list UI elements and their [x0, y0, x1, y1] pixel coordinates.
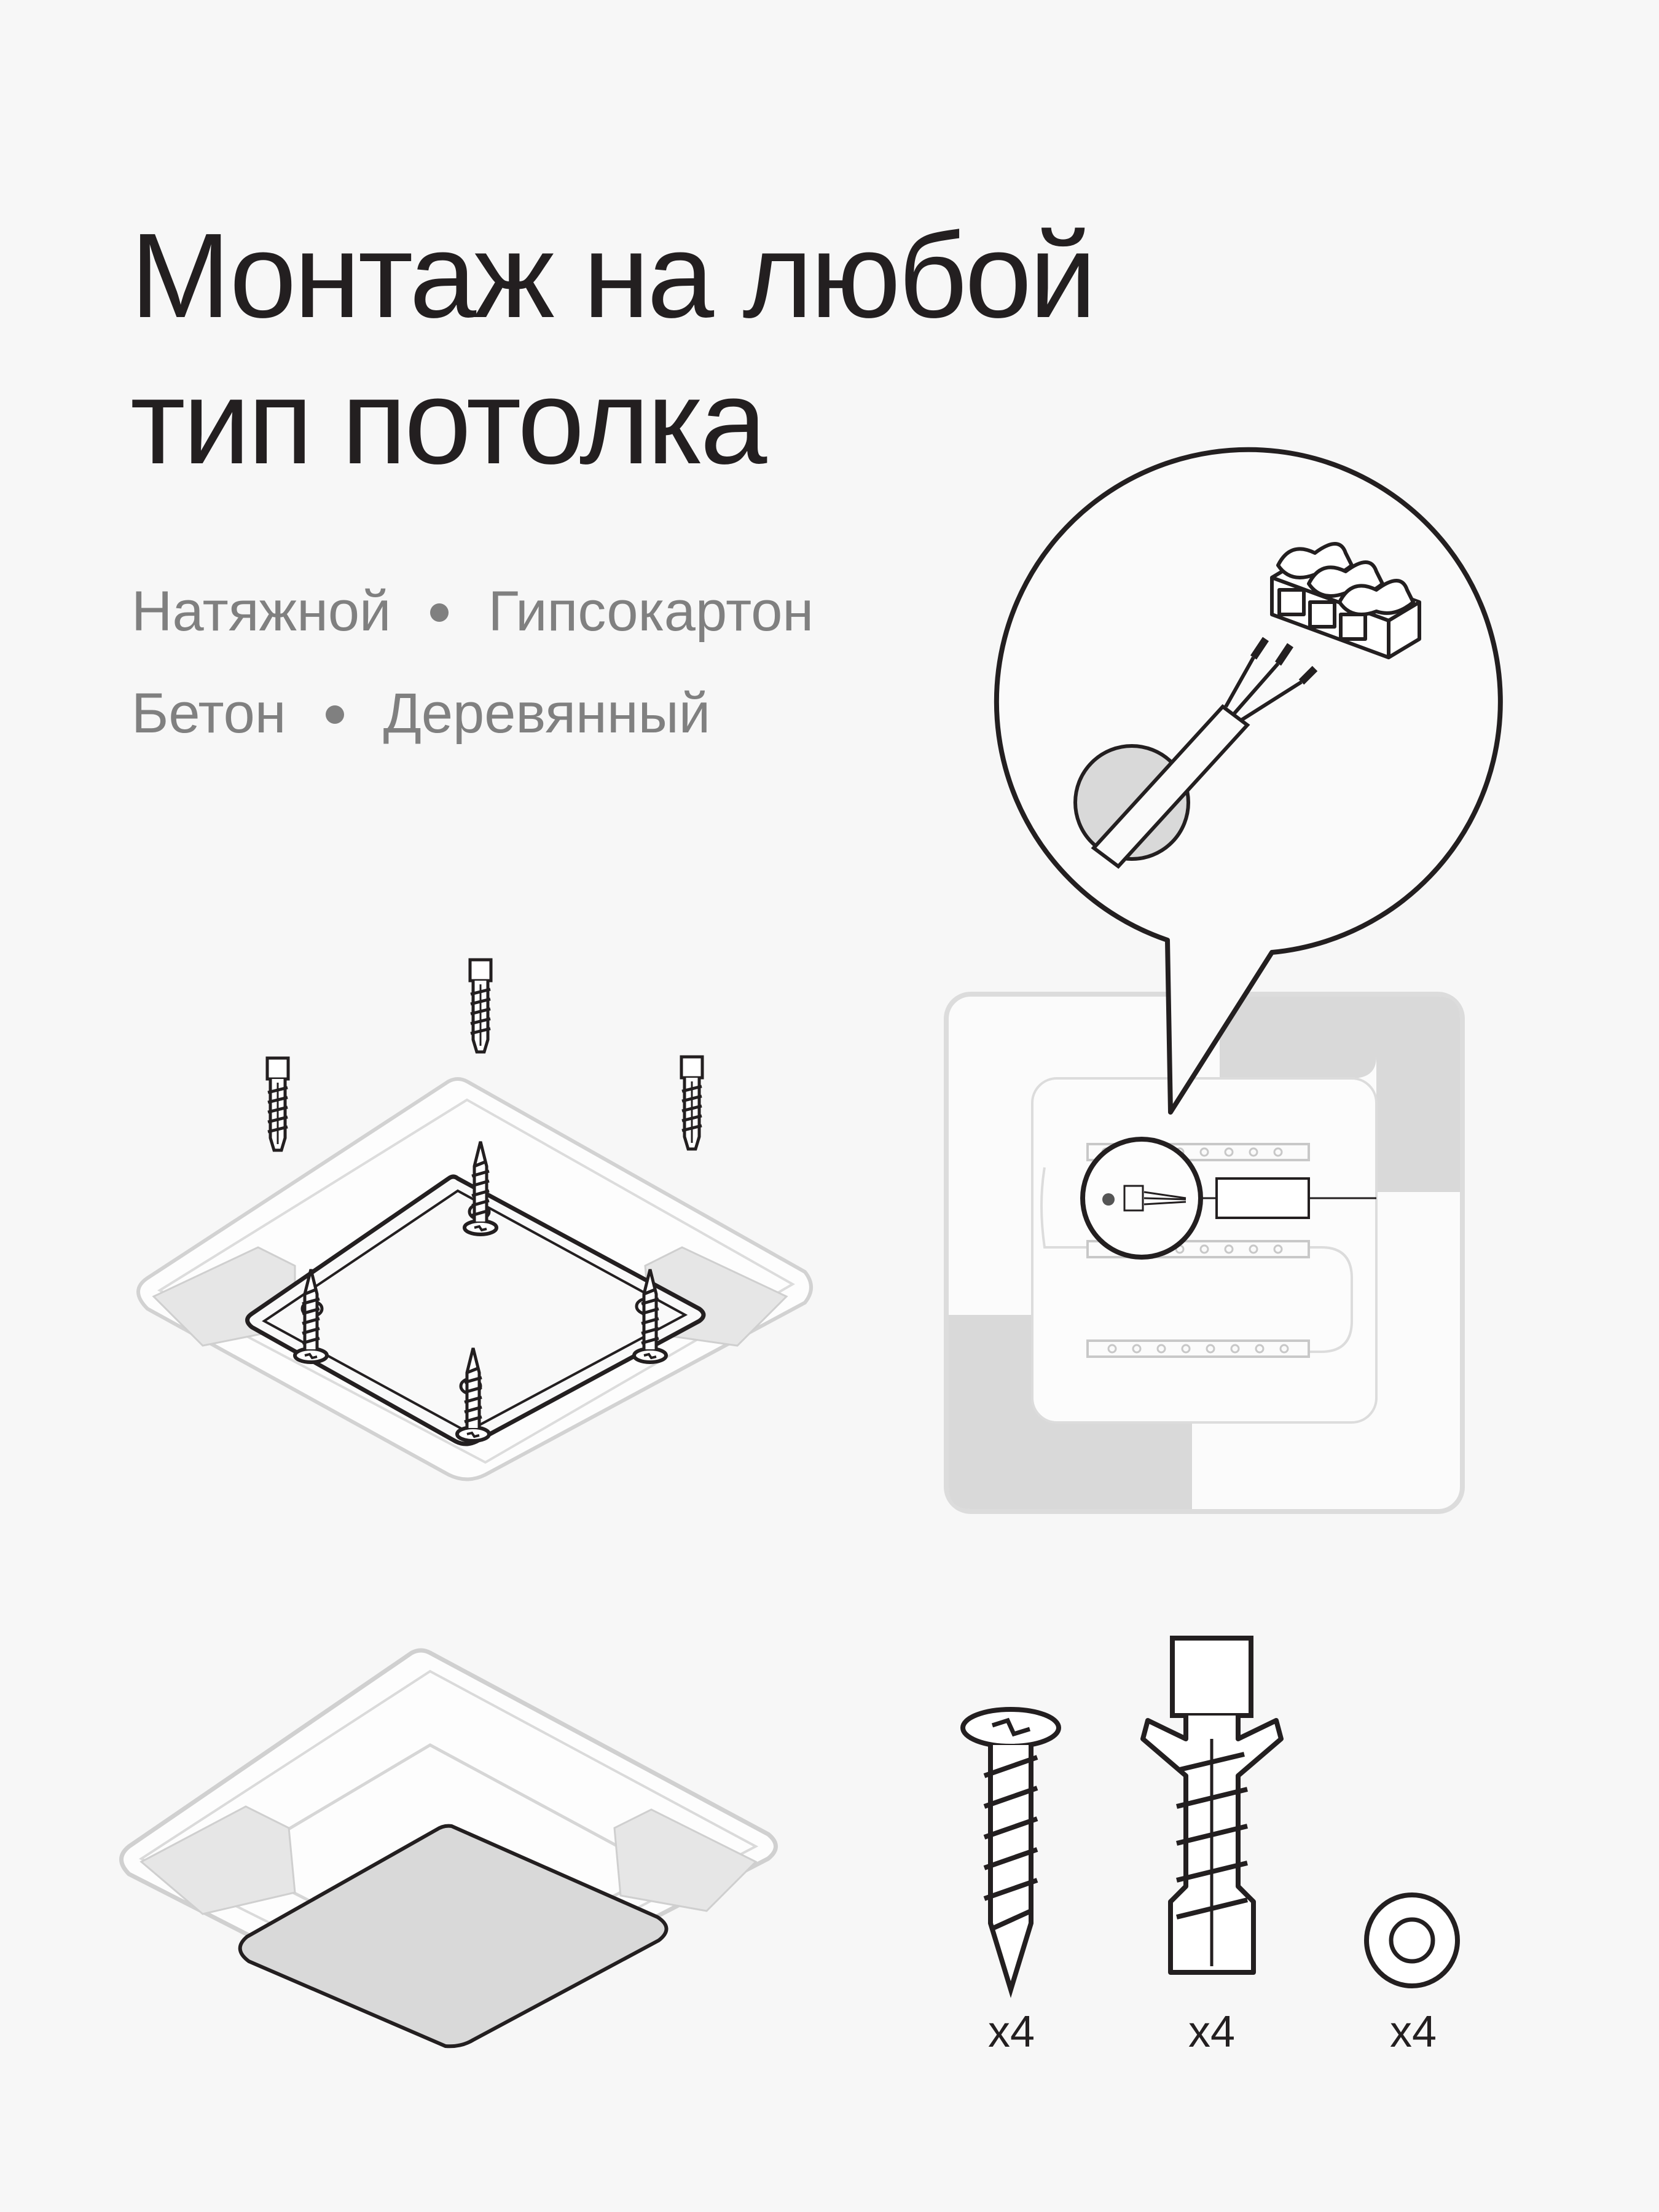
title-line-2: тип потолка [130, 355, 767, 489]
assembled-lamp-diagram [119, 1648, 778, 2049]
exploded-mounting-diagram [136, 960, 813, 1481]
wall-anchor-icon [1140, 1636, 1284, 1975]
ceiling-types-row-2: Бетон Деревянный [131, 662, 814, 764]
bullet-separator [325, 705, 344, 724]
ceiling-type-stretch: Натяжной [131, 580, 391, 643]
washer-icon [1364, 1892, 1460, 1988]
ceiling-type-wood: Деревянный [383, 682, 711, 745]
ceiling-type-concrete: Бетон [131, 682, 286, 745]
hardware-kit [960, 1636, 1460, 1998]
ceiling-types-list: Натяжной Гипсокартон Бетон Деревянный [131, 560, 814, 764]
page-title: Монтаж на любой тип потолка [130, 203, 1097, 495]
ceiling-type-drywall: Гипсокартон [488, 580, 814, 643]
bullet-separator [430, 603, 449, 622]
ceiling-types-row-1: Натяжной Гипсокартон [131, 560, 814, 662]
wiring-diagram [944, 447, 1503, 1514]
screw-quantity: x4 [987, 2007, 1035, 2057]
washer-quantity: x4 [1389, 2007, 1437, 2057]
screw-icon [960, 1707, 1061, 1998]
title-line-1: Монтаж на любой [130, 208, 1097, 343]
anchor-quantity: x4 [1188, 2007, 1236, 2057]
